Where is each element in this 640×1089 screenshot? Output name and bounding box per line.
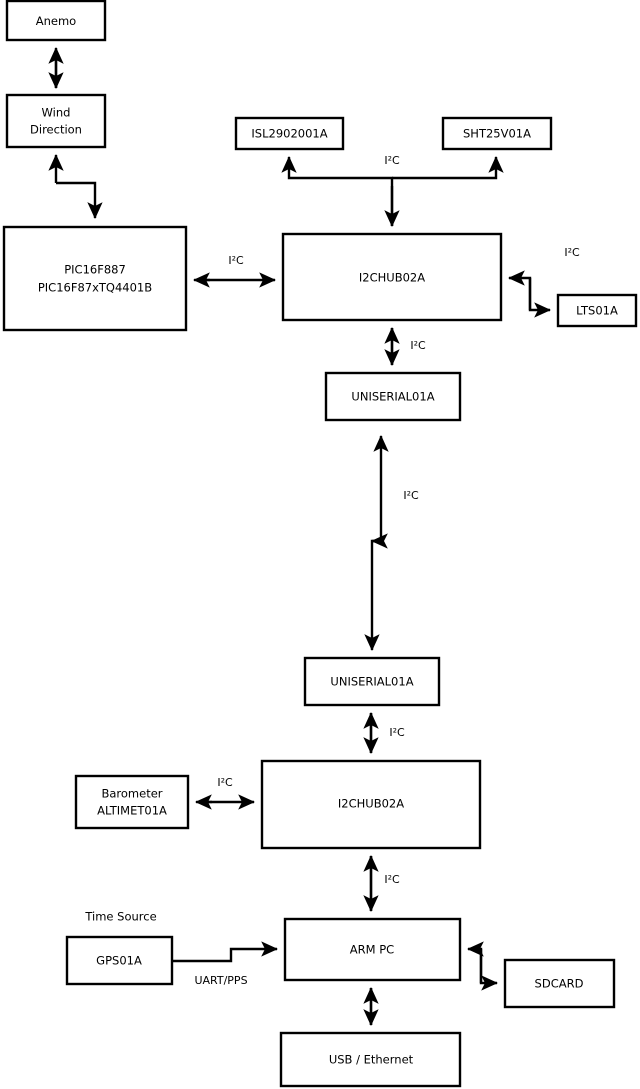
edge-gps-arm-pc [172,941,278,963]
edges-layer [48,47,551,1026]
node-uniserial01a-lower[interactable]: UNISERIAL01A [303,656,441,707]
node-i2chub02a-top-box[interactable] [281,232,503,322]
node-lts01a-label: LTS01A [576,304,618,318]
node-isl2902001a-box[interactable] [234,116,345,151]
node-uniserial01a-lower-box[interactable] [303,656,441,707]
edge-uniserial-link-down [364,539,381,651]
node-wind-direction-label-line1: Wind [42,106,71,120]
node-pic16f887[interactable]: PIC16F887 PIC16F87xTQ4401B [2,225,188,332]
node-pic16f887-label-line1: PIC16F887 [64,263,126,277]
edge-wind-direction-pic-elbow [56,181,103,219]
node-barometer-altimet01a[interactable]: Barometer ALTIMET01A [74,774,190,830]
node-gps01a-box[interactable] [65,935,174,986]
node-wind-direction-label-line2: Direction [30,123,82,137]
edge-label-i2c-uniserial-hub-bottom: I²C [389,726,405,739]
edge-hub-top-to-lts [528,278,551,318]
edge-arm-pc-to-sdcard [479,949,498,991]
node-usb-ethernet-label: USB / Ethernet [329,1053,414,1067]
node-sdcard-label: SDCARD [535,977,584,991]
node-usb-ethernet-box[interactable] [279,1031,462,1088]
node-anemo-label: Anemo [36,14,76,28]
node-pic16f887-label-line2: PIC16F87xTQ4401B [38,281,152,295]
node-wind-direction-box[interactable] [5,93,107,149]
labels-layer: I²C I²C I²C I²C I²C I²C I²C I²C UART/PPS… [84,154,580,987]
node-barometer-label-line1: Barometer [101,787,162,801]
node-uniserial01a-upper[interactable]: UNISERIAL01A [324,371,462,422]
node-isl2902001a-label: ISL2902001A [251,127,327,141]
edge-hub-top-sensors-trunk [281,156,394,226]
node-sht25v01a-label: SHT25V01A [463,127,531,141]
node-barometer-altimet01a-box[interactable] [74,774,190,830]
edge-label-i2c-hub-lts: I²C [564,246,580,259]
node-sdcard-box[interactable] [503,958,616,1009]
edge-lts-to-hub-top [508,270,532,310]
node-anemo[interactable]: Anemo [5,0,107,42]
edge-label-i2c-hub-arm-pc: I²C [384,873,400,886]
node-arm-pc-box[interactable] [283,917,462,982]
edge-label-i2c-uniserial-link: I²C [403,489,419,502]
node-gps01a[interactable]: GPS01A [65,935,174,986]
edge-label-i2c-barometer-hub: I²C [217,776,233,789]
node-i2chub02a-top[interactable]: I2CHUB02A [281,232,503,322]
node-sdcard[interactable]: SDCARD [503,958,616,1009]
label-time-source: Time Source [84,910,156,924]
node-uniserial01a-upper-label: UNISERIAL01A [351,390,434,404]
node-pic16f887-box[interactable] [2,225,188,332]
node-wind-direction[interactable]: Wind Direction [5,93,107,149]
node-i2chub02a-top-label: I2CHUB02A [359,271,425,285]
node-anemo-box[interactable] [5,0,107,42]
node-i2chub02a-bottom[interactable]: I2CHUB02A [260,759,482,850]
node-sht25v01a-box[interactable] [441,116,553,151]
node-sht25v01a[interactable]: SHT25V01A [441,116,553,151]
node-isl2902001a[interactable]: ISL2902001A [234,116,345,151]
node-uniserial01a-upper-box[interactable] [324,371,462,422]
node-uniserial01a-lower-label: UNISERIAL01A [330,675,413,689]
edge-hub-top-sht [392,156,504,180]
node-arm-pc[interactable]: ARM PC [283,917,462,982]
edge-label-uart-pps: UART/PPS [194,974,247,987]
edge-label-i2c-hub-uniserial: I²C [410,339,426,352]
node-usb-ethernet[interactable]: USB / Ethernet [279,1031,462,1088]
edge-sdcard-to-arm-pc [467,941,484,983]
node-lts01a-box[interactable] [556,293,638,328]
node-barometer-label-line2: ALTIMET01A [97,804,167,818]
node-i2chub02a-bottom-box[interactable] [260,759,482,850]
node-gps01a-label: GPS01A [96,954,142,968]
node-lts01a[interactable]: LTS01A [556,293,638,328]
edge-label-i2c-pic-hub: I²C [228,254,244,267]
node-arm-pc-label: ARM PC [350,943,394,957]
node-i2chub02a-bottom-label: I2CHUB02A [338,797,404,811]
edge-label-i2c-sensors-top: I²C [384,154,400,167]
